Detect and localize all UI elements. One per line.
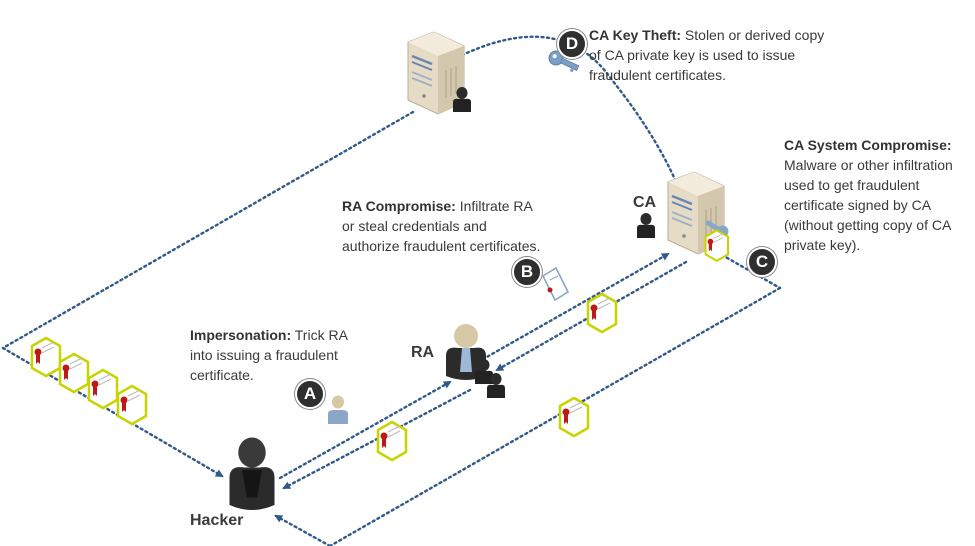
impersonation-person-icon	[328, 395, 348, 424]
connector-ra-to-ca	[476, 252, 670, 364]
ra-person-icon	[446, 324, 505, 398]
top-server-icon	[406, 30, 471, 116]
hacker-label: Hacker	[190, 512, 244, 529]
ca-person-icon	[637, 213, 655, 238]
connector-bottom-to-hacker	[274, 514, 332, 546]
connector-left-to-hacker	[1, 346, 224, 478]
certificate-icon	[586, 292, 618, 334]
certificate-icon	[116, 384, 148, 426]
annotation-a-title: Impersonation:	[190, 327, 292, 343]
ca-cert-icon	[704, 229, 730, 262]
annotation-c-body: Malware or other infiltration used to ge…	[784, 157, 953, 253]
ca-label: CA	[633, 194, 657, 211]
certificate-icon	[58, 352, 90, 394]
certificate-icon	[376, 420, 408, 462]
annotation-c: CA System Compromise: Malware or other i…	[784, 135, 972, 255]
annotation-b: RA Compromise: Infiltrate RA or steal cr…	[342, 196, 542, 256]
certificate-icon	[558, 396, 590, 438]
connector-key-arc	[450, 35, 684, 198]
badge-b: B	[512, 257, 542, 287]
connectors	[1, 35, 782, 546]
ra-form-icon	[541, 266, 570, 302]
annotation-a-body: Trick RA into issuing a fraudulent certi…	[190, 327, 348, 383]
annotation-a: Impersonation: Trick RA into issuing a f…	[190, 325, 352, 385]
connector-top-server-to-left	[1, 110, 415, 350]
annotation-c-title: CA System Compromise:	[784, 137, 952, 153]
annotation-b-title: RA Compromise:	[342, 198, 456, 214]
hacker-person-icon	[229, 437, 275, 510]
connector-hacker-to-ra	[278, 380, 452, 480]
key-icon	[548, 50, 580, 73]
annotation-d-body: Stolen or derived copy of CA private key…	[589, 27, 825, 83]
certificate-icon	[30, 336, 62, 378]
ra-label: RA	[411, 344, 435, 361]
badge-c: C	[747, 247, 777, 277]
badge-a: A	[295, 379, 325, 409]
annotation-d: CA Key Theft: Stolen or derived copy of …	[589, 25, 829, 85]
ca-server-icon	[637, 170, 730, 262]
certificate-icon	[87, 368, 119, 410]
badge-d: D	[557, 29, 587, 59]
annotation-d-title: CA Key Theft:	[589, 27, 682, 43]
connector-right-corner-to-bottom	[328, 286, 782, 546]
annotation-b-body: Infiltrate RA or steal credentials and a…	[342, 198, 541, 254]
